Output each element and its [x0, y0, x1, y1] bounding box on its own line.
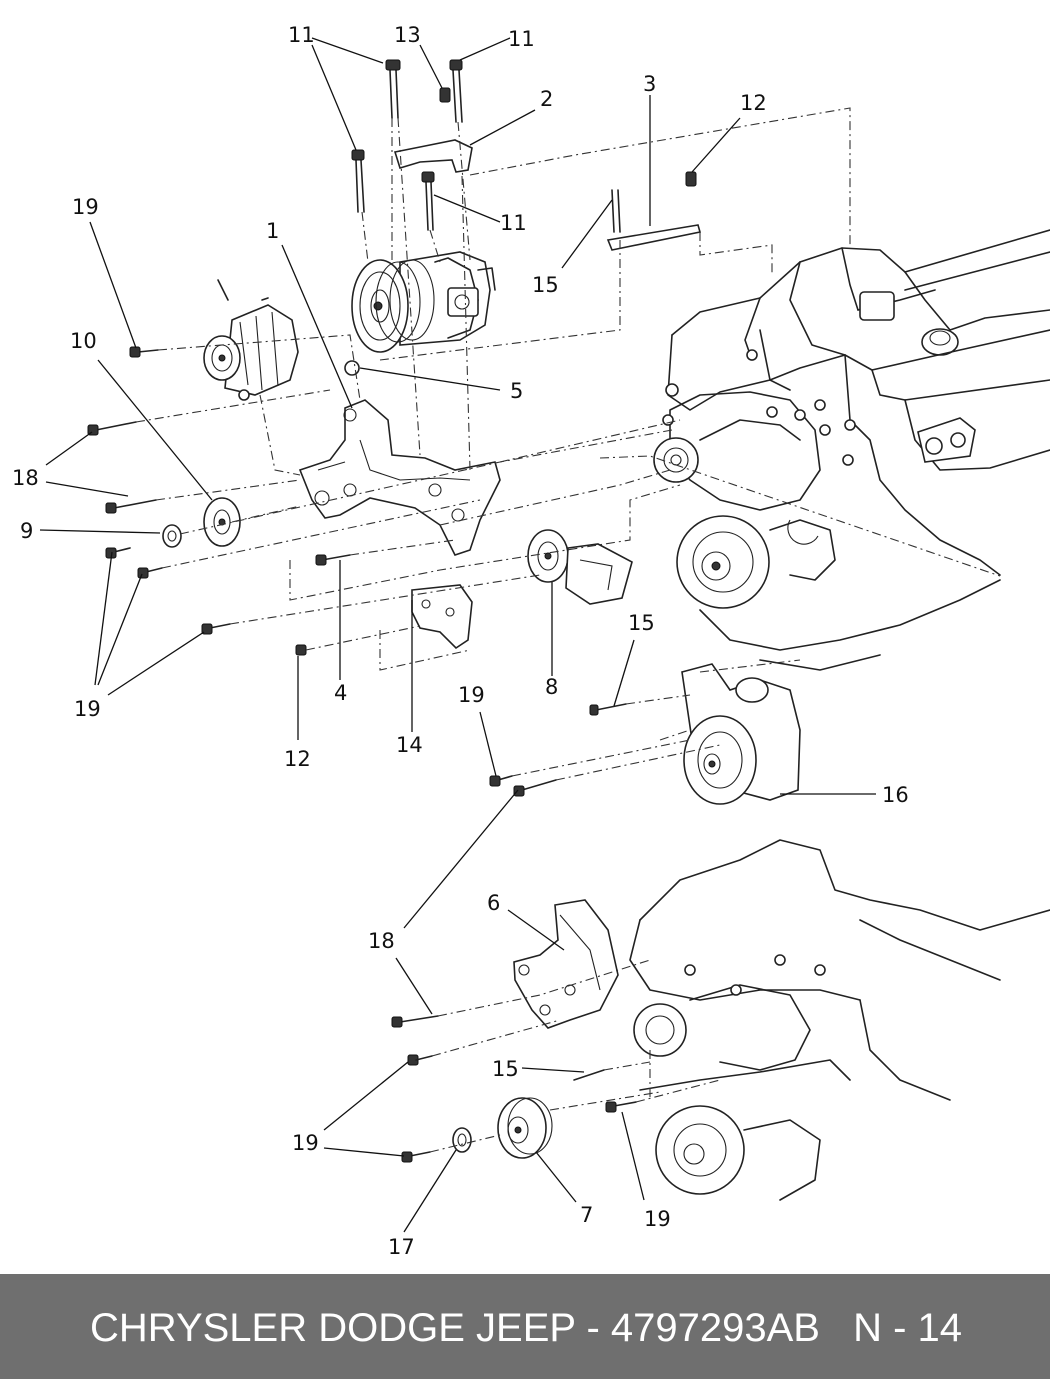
callout-17: 17: [388, 1235, 415, 1259]
callout-19: 19: [72, 195, 99, 219]
page-indicator: N - 14: [853, 1306, 962, 1350]
callout-8: 8: [545, 675, 558, 699]
bolts-lower: [391, 775, 637, 1163]
callout-16: 16: [882, 783, 909, 807]
callout-11: 11: [288, 23, 315, 47]
callout-11: 11: [508, 27, 535, 51]
bolts-upper: [129, 59, 702, 376]
belt-tensioner: [527, 529, 633, 605]
callout-5: 5: [510, 379, 523, 403]
callout-7: 7: [580, 1203, 593, 1227]
accessory-bracket: [298, 399, 501, 556]
callout-18: 18: [368, 929, 395, 953]
alternator: [203, 279, 299, 401]
exploded-parts-diagram: 11 13 11 2 3 12 19 1 11 15 10 5 18 18 9 …: [12, 23, 1050, 1259]
callout-19: 19: [458, 683, 485, 707]
callout-labels: 11 13 11 2 3 12 19 1 11 15 10 5 18 18 9 …: [12, 23, 909, 1259]
callout-1: 1: [266, 219, 279, 243]
callout-18: 18: [12, 466, 39, 490]
callout-15: 15: [628, 611, 655, 635]
callout-4: 4: [334, 681, 347, 705]
bracket-14: [411, 584, 473, 650]
alignment-lines: [135, 107, 1001, 1153]
leader-lines: [39, 37, 876, 1233]
part-number-label: CHRYSLER DODGE JEEP - 4797293AB: [90, 1306, 820, 1350]
callout-9: 9: [20, 519, 33, 543]
callout-12: 12: [740, 91, 767, 115]
callout-2: 2: [540, 87, 553, 111]
callout-13: 13: [394, 23, 421, 47]
pulley-7: [452, 1097, 553, 1159]
callout-19: 19: [292, 1131, 319, 1155]
callout-19: 19: [74, 697, 101, 721]
engine-block-upper: [653, 229, 1050, 671]
callout-3: 3: [643, 72, 656, 96]
callout-15: 15: [492, 1057, 519, 1081]
callout-14: 14: [396, 733, 423, 757]
ac-compressor: [351, 251, 496, 353]
power-steering-pump: [589, 663, 801, 805]
callout-6: 6: [487, 891, 500, 915]
callout-10: 10: [70, 329, 97, 353]
engine-block-lower: [629, 839, 1050, 1201]
bolts-left: [87, 421, 351, 656]
callout-12: 12: [284, 747, 311, 771]
bracket-6: [513, 899, 619, 1029]
callout-15: 15: [532, 273, 559, 297]
callout-19: 19: [644, 1207, 671, 1231]
callout-11: 11: [500, 211, 527, 235]
footer-bar: CHRYSLER DODGE JEEP - 4797293AB N - 14: [0, 1274, 1050, 1379]
